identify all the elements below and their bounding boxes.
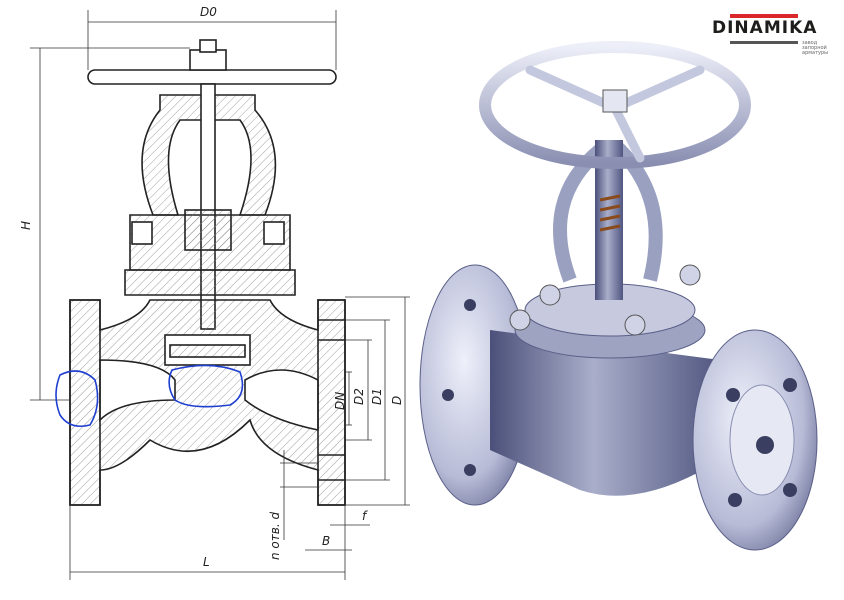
label-l: L bbox=[203, 555, 210, 569]
label-h: H bbox=[19, 221, 33, 230]
label-dn: DN bbox=[333, 392, 347, 410]
label-f: f bbox=[362, 509, 368, 523]
label-holes: n отв. d bbox=[268, 512, 282, 560]
label-d1: D1 bbox=[370, 388, 384, 405]
label-d2: D2 bbox=[352, 388, 366, 405]
label-b: B bbox=[322, 534, 330, 548]
dimension-lines bbox=[30, 10, 410, 580]
dimension-labels: D0 H L DN D2 D1 D f B n отв. d bbox=[19, 5, 404, 569]
logo-brand-text: DINAMIKA bbox=[712, 18, 818, 38]
blue-annotation-marks bbox=[55, 364, 244, 428]
section-drawing bbox=[69, 39, 346, 506]
valve-3d-render bbox=[419, 41, 818, 551]
logo-underline bbox=[730, 41, 798, 44]
label-d0: D0 bbox=[200, 5, 217, 19]
logo-accent-bar bbox=[730, 14, 798, 18]
logo-subtitle: завод запорной арматуры bbox=[802, 40, 829, 56]
label-d: D bbox=[390, 396, 404, 405]
